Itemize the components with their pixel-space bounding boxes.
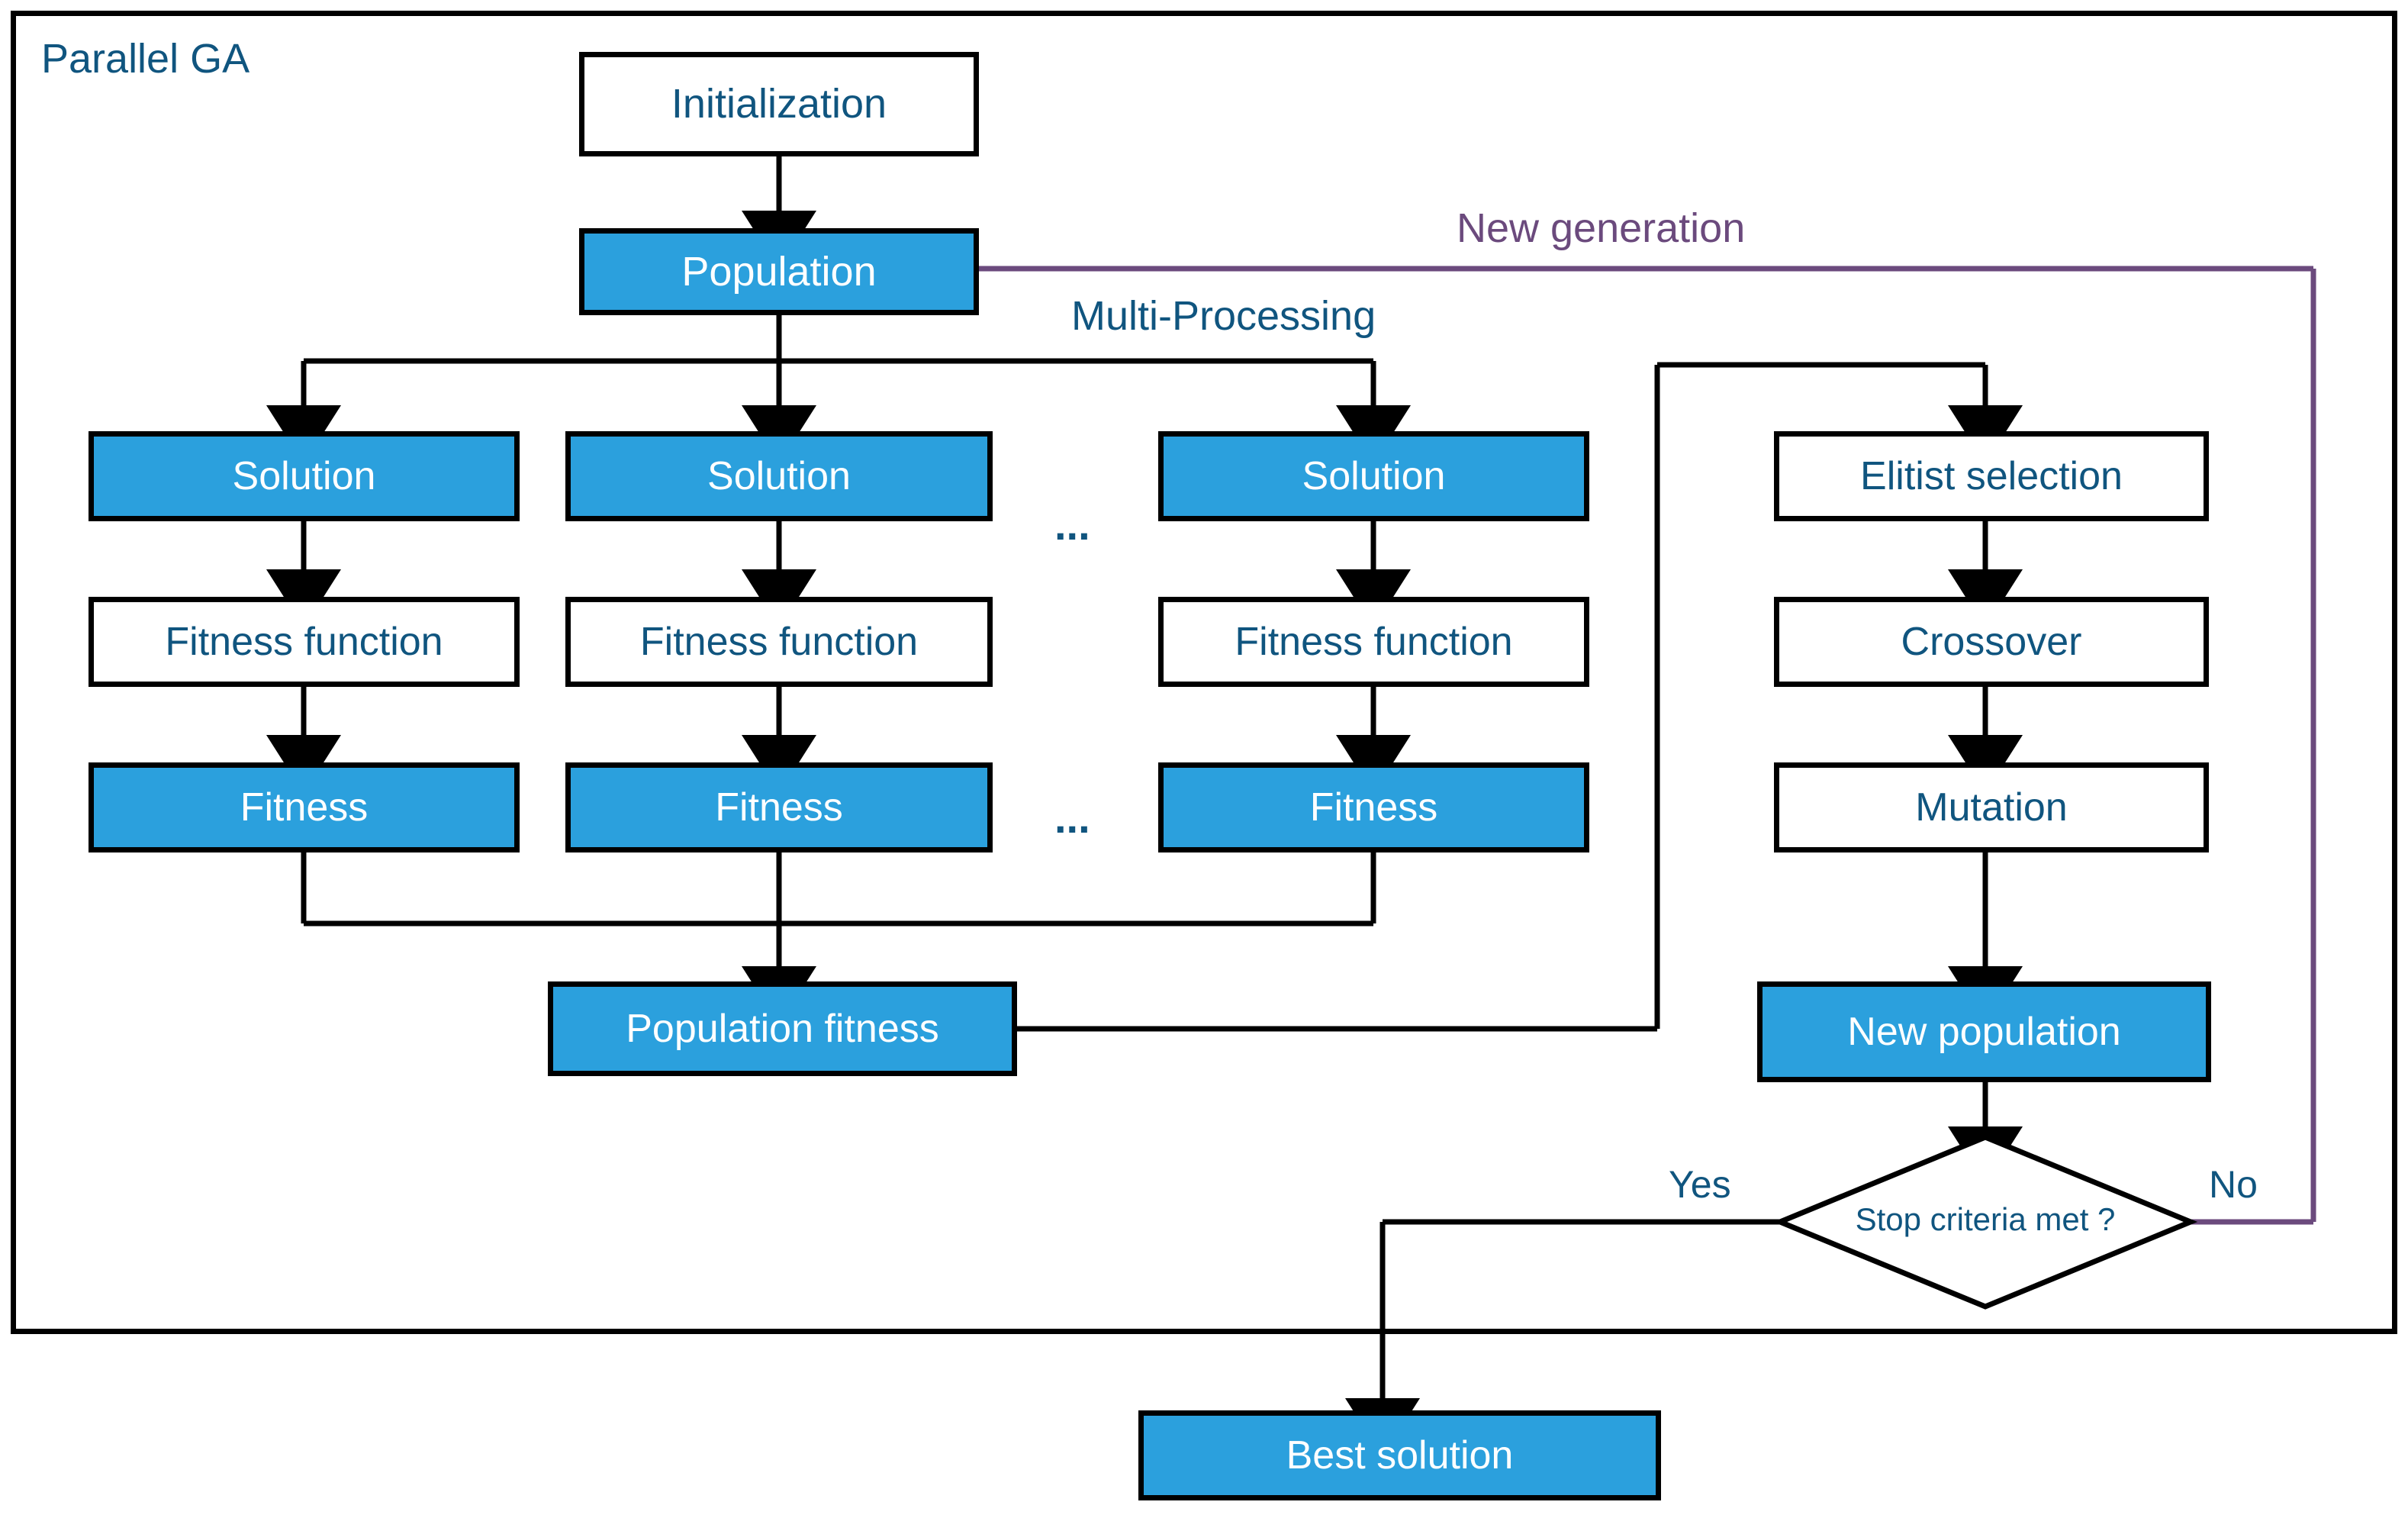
node-best-solution[interactable]: Best solution xyxy=(1138,1410,1661,1500)
node-fitness-3-label: Fitness xyxy=(1309,785,1438,830)
node-population-fitness-label: Population fitness xyxy=(626,1006,939,1051)
node-stop-criteria-label: Stop criteria met ? xyxy=(1855,1201,2116,1237)
node-crossover[interactable]: Crossover xyxy=(1774,597,2209,687)
node-best-solution-label: Best solution xyxy=(1286,1433,1514,1478)
node-population-fitness[interactable]: Population fitness xyxy=(548,981,1017,1076)
node-fitness-1-label: Fitness xyxy=(240,785,369,830)
node-fitness-function-2[interactable]: Fitness function xyxy=(565,597,993,687)
parallel-ga-frame xyxy=(11,11,2397,1334)
node-fitness-function-1-label: Fitness function xyxy=(165,619,443,664)
node-new-population[interactable]: New population xyxy=(1757,981,2211,1082)
node-fitness-function-3-label: Fitness function xyxy=(1235,619,1513,664)
node-elitist-selection[interactable]: Elitist selection xyxy=(1774,431,2209,521)
node-solution-3-label: Solution xyxy=(1302,453,1446,498)
node-mutation-label: Mutation xyxy=(1915,785,2068,830)
node-fitness-2[interactable]: Fitness xyxy=(565,762,993,852)
node-population-label: Population xyxy=(681,248,877,295)
node-crossover-label: Crossover xyxy=(1901,619,2082,664)
node-mutation[interactable]: Mutation xyxy=(1774,762,2209,852)
label-no: No xyxy=(2209,1163,2258,1206)
node-initialization[interactable]: Initialization xyxy=(579,52,979,156)
node-fitness-2-label: Fitness xyxy=(715,785,843,830)
node-fitness-1[interactable]: Fitness xyxy=(89,762,520,852)
node-solution-2-label: Solution xyxy=(707,453,851,498)
label-multi-processing: Multi-Processing xyxy=(1071,293,1376,339)
node-stop-criteria[interactable]: Stop criteria met ? xyxy=(1780,1137,2191,1307)
label-new-generation: New generation xyxy=(1457,205,1746,251)
node-solution-1-label: Solution xyxy=(232,453,376,498)
ellipsis-fitness-row: ... xyxy=(1054,794,1090,842)
node-fitness-function-1[interactable]: Fitness function xyxy=(89,597,520,687)
ellipsis-solution-row: ... xyxy=(1054,501,1090,549)
node-solution-1[interactable]: Solution xyxy=(89,431,520,521)
frame-title-parallel-ga: Parallel GA xyxy=(41,36,250,82)
node-initialization-label: Initialization xyxy=(671,81,887,127)
node-fitness-function-2-label: Fitness function xyxy=(639,619,919,664)
node-fitness-function-3[interactable]: Fitness function xyxy=(1158,597,1589,687)
node-fitness-3[interactable]: Fitness xyxy=(1158,762,1589,852)
node-new-population-label: New population xyxy=(1847,1009,2121,1054)
node-solution-3[interactable]: Solution xyxy=(1158,431,1589,521)
label-yes: Yes xyxy=(1669,1163,1731,1206)
node-elitist-selection-label: Elitist selection xyxy=(1860,453,2123,498)
node-solution-2[interactable]: Solution xyxy=(565,431,993,521)
node-population[interactable]: Population xyxy=(579,228,979,315)
